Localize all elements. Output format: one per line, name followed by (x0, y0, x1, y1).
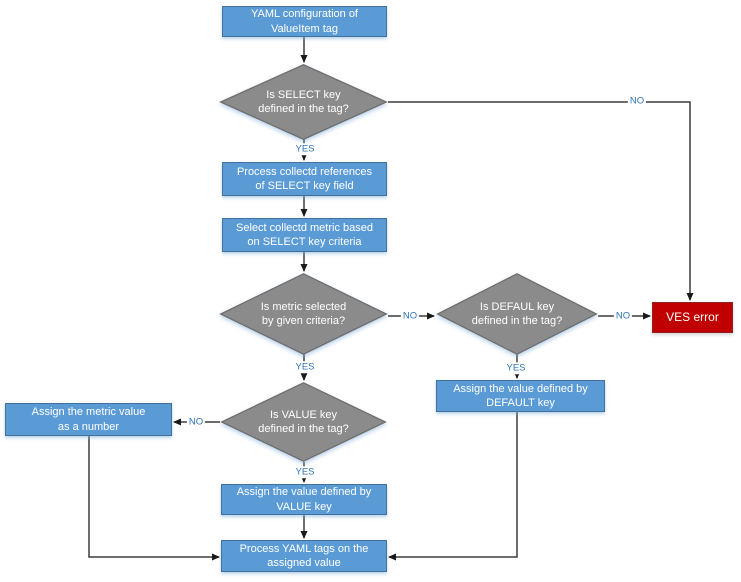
ves-error-node: VES error (652, 302, 733, 333)
default-key-decision: Is DEFAUL key defined in the tag? (436, 273, 598, 355)
edge-label-value-yes: YES (293, 466, 317, 478)
default-key-decision-label: Is DEFAUL key defined in the tag? (471, 300, 563, 327)
metric-selected-decision-label: Is metric selected by given criteria? (260, 300, 347, 327)
process-yaml-tags-node: Process YAML tags on the assigned value (221, 540, 387, 572)
assign-value-node: Assign the value defined by VALUE key (221, 484, 387, 515)
process-references-node: Process collectd references of SELECT ke… (222, 162, 387, 196)
start-node: YAML configuration of ValueItem tag (222, 6, 387, 37)
edge-label-metric-no: NO (400, 310, 420, 322)
value-key-decision: Is VALUE key defined in the tag? (220, 382, 387, 462)
select-key-decision-label: Is SELECT key defined in the tag? (258, 88, 349, 115)
edge-label-select-yes: YES (293, 143, 317, 155)
edge-label-select-no: NO (627, 95, 647, 107)
value-key-decision-label: Is VALUE key defined in the tag? (258, 408, 349, 435)
edge-label-value-no: NO (186, 416, 206, 428)
assign-metric-number-node: Assign the metric value as a number (5, 403, 172, 436)
edge-label-default-yes: YES (504, 362, 528, 374)
assign-default-node: Assign the value defined by DEFAULT key (436, 380, 605, 412)
metric-selected-decision: Is metric selected by given criteria? (219, 273, 388, 355)
select-metric-node: Select collectd metric based on SELECT k… (222, 218, 387, 252)
edge-label-default-no: NO (613, 310, 633, 322)
edge-label-metric-yes: YES (293, 361, 317, 373)
select-key-decision: Is SELECT key defined in the tag? (219, 64, 388, 140)
